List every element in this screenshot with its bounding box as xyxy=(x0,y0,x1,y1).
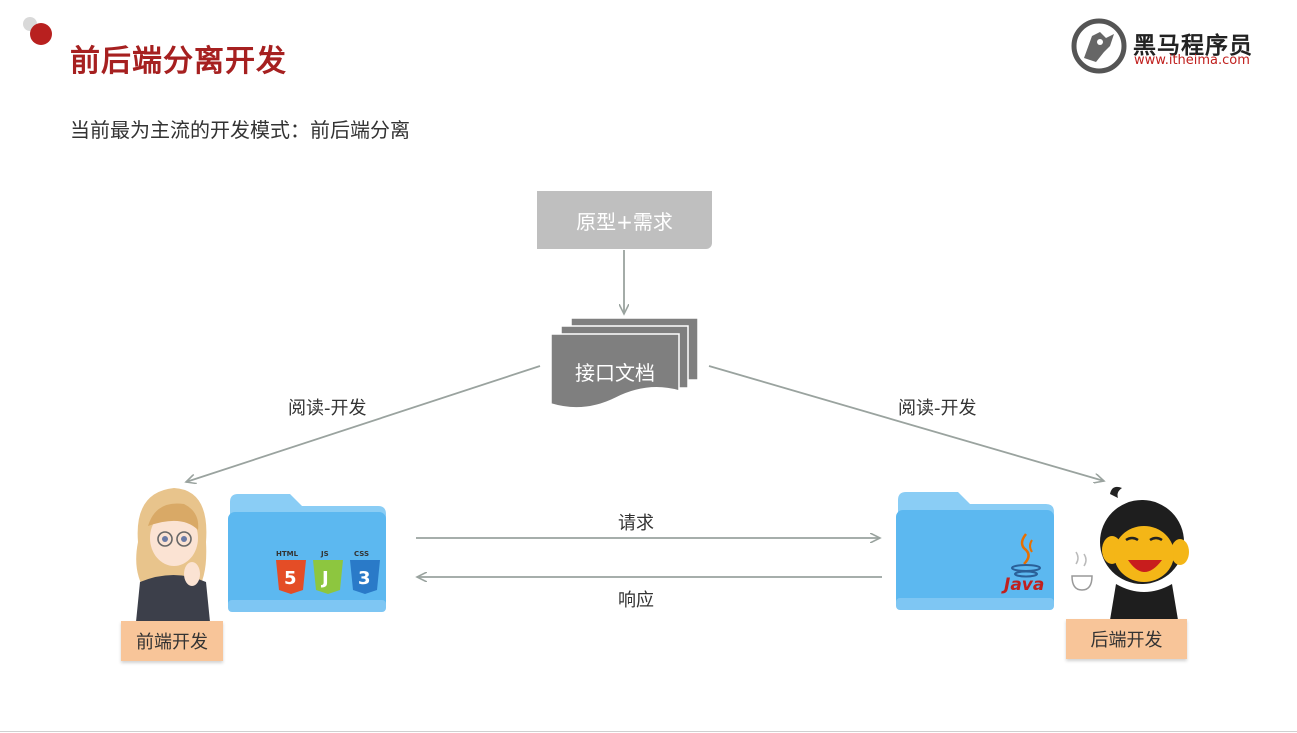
html5-icon: HTML 5 xyxy=(276,550,306,594)
svg-text:CSS: CSS xyxy=(354,550,369,558)
page-title: 前后端分离开发 xyxy=(70,44,287,79)
svg-text:3: 3 xyxy=(358,568,371,589)
title-bullet-icon xyxy=(23,17,52,45)
api-document-label: 接口文档 xyxy=(575,361,655,385)
backend-folder-icon xyxy=(896,492,1054,610)
doc-to-backend-arrow xyxy=(708,365,1104,481)
css3-icon: CSS 3 xyxy=(350,550,380,594)
svg-text:Java: Java xyxy=(1001,575,1044,595)
svg-text:HTML: HTML xyxy=(276,550,299,558)
backend-developer-avatar xyxy=(1071,486,1189,620)
frontend-dev-tag: 前端开发 xyxy=(121,621,223,661)
read-develop-left-label: 阅读-开发 xyxy=(288,398,367,419)
bottom-divider xyxy=(0,731,1297,732)
prototype-requirements-box: 原型+需求 xyxy=(537,191,712,249)
response-label: 响应 xyxy=(618,590,654,611)
read-develop-right-label: 阅读-开发 xyxy=(898,398,977,419)
page-subtitle: 当前最为主流的开发模式：前后端分离 xyxy=(70,118,410,142)
logo-name: 黑马程序员 xyxy=(1133,33,1253,59)
svg-text:JS: JS xyxy=(320,550,329,558)
java-icon: Java xyxy=(1001,533,1044,595)
doc-to-frontend-arrow xyxy=(186,365,541,482)
svg-text:5: 5 xyxy=(284,568,297,589)
backend-dev-tag: 后端开发 xyxy=(1066,619,1187,659)
itheima-logo-icon xyxy=(1071,18,1127,74)
api-document-icon xyxy=(550,317,699,409)
javascript-icon: JS J xyxy=(313,550,343,594)
frontend-developer-avatar xyxy=(136,488,210,622)
request-label: 请求 xyxy=(618,513,654,534)
svg-text:J: J xyxy=(320,568,329,589)
logo-url: www.itheima.com xyxy=(1134,53,1250,68)
frontend-folder-icon xyxy=(228,494,386,612)
